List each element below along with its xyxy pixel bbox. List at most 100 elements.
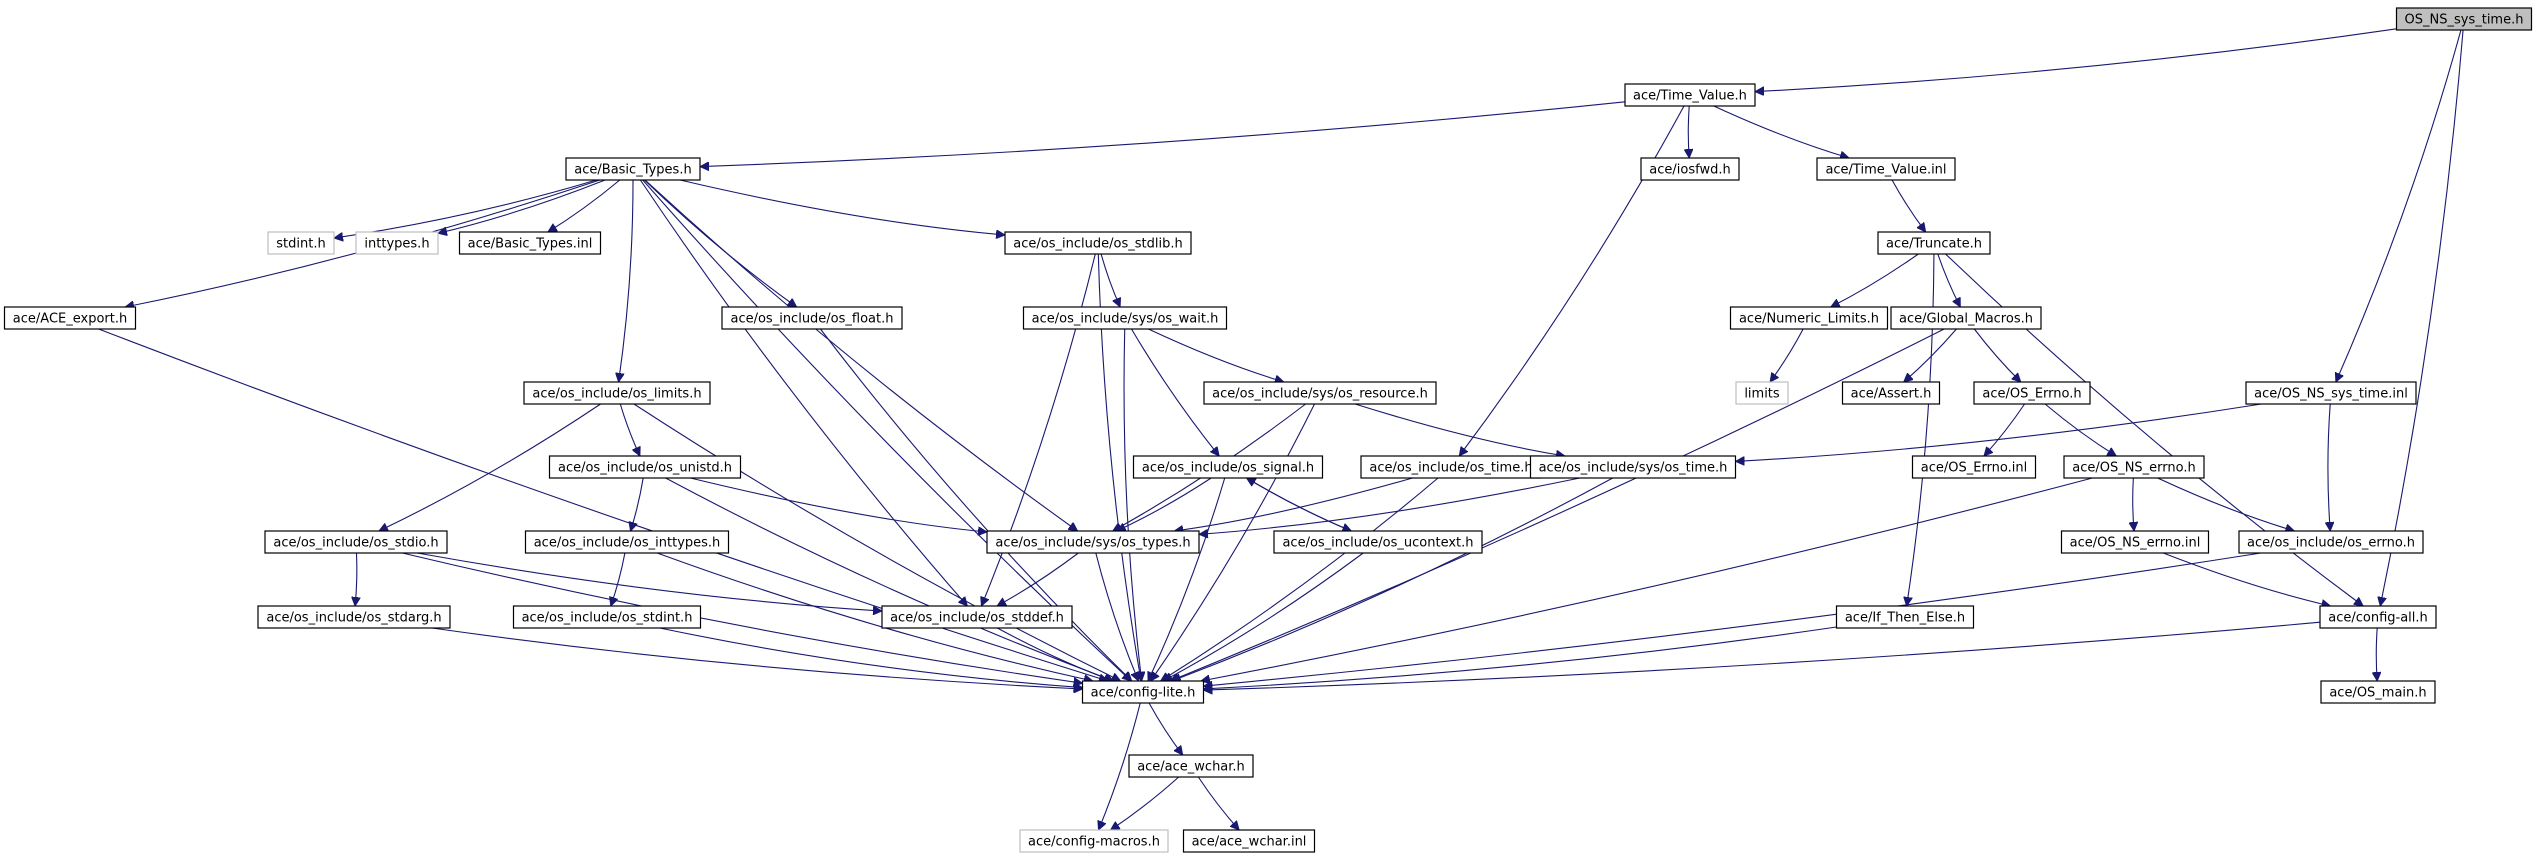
- node-limits: limits: [1735, 381, 1789, 405]
- node-os_ucontext_h[interactable]: ace/os_include/os_ucontext.h: [1273, 530, 1483, 554]
- node-box: [2395, 7, 2533, 31]
- node-OS_NS_errno_inl[interactable]: ace/OS_NS_errno.inl: [2060, 530, 2210, 554]
- node-label: ace/os_include/os_signal.h: [1142, 461, 1314, 476]
- node-label: limits: [1744, 387, 1780, 402]
- node-os_stdlib_h[interactable]: ace/os_include/os_stdlib.h: [1004, 231, 1192, 255]
- node-Assert_h[interactable]: ace/Assert.h: [1841, 381, 1941, 405]
- node-box: [257, 605, 451, 629]
- node-os_float_h[interactable]: ace/os_include/os_float.h: [721, 306, 903, 330]
- node-box: [2319, 605, 2437, 629]
- node-config_lite_h[interactable]: ace/config-lite.h: [1081, 680, 1205, 704]
- node-label: ace/OS_main.h: [2329, 686, 2426, 701]
- node-os_stddef_h[interactable]: ace/os_include/os_stddef.h: [881, 605, 1073, 629]
- edge-os_signal_h-to-config_lite_h: [1148, 477, 1226, 681]
- edge-Time_Value_h-to-os_time_h: [1459, 105, 1685, 456]
- node-box: [1835, 605, 1975, 629]
- node-If_Then_Else_h[interactable]: ace/If_Then_Else.h: [1835, 605, 1975, 629]
- node-box: [1841, 381, 1941, 405]
- node-label: ace/os_include/os_time.h: [1369, 461, 1532, 476]
- node-box: [565, 157, 701, 181]
- node-ace_wchar_inl[interactable]: ace/ace_wchar.inl: [1182, 829, 1316, 853]
- node-os_resource_h[interactable]: ace/os_include/sys/os_resource.h: [1203, 381, 1437, 405]
- node-label: ace/os_include/sys/os_resource.h: [1212, 387, 1428, 402]
- node-label: ace/os_include/sys/os_wait.h: [1032, 312, 1219, 327]
- node-box: [1890, 306, 2042, 330]
- node-ace_wchar_h[interactable]: ace/ace_wchar.h: [1128, 754, 1254, 778]
- node-label: ace/os_include/sys/os_time.h: [1539, 461, 1728, 476]
- edge-OS_NS_sys_time_h-to-OS_NS_sys_time_inl: [2336, 29, 2462, 382]
- node-Numeric_Limits_h[interactable]: ace/Numeric_Limits.h: [1729, 306, 1889, 330]
- edge-os_inttypes_h-to-config_lite_h: [656, 552, 1093, 681]
- node-iosfwd_h[interactable]: ace/iosfwd.h: [1640, 157, 1740, 181]
- node-label: ace/os_include/os_errno.h: [2247, 536, 2415, 551]
- node-label: ace/OS_Errno.h: [1982, 387, 2081, 402]
- edge-os_stdio_h-to-config_lite_h: [402, 552, 1082, 683]
- node-label: ace/Time_Value.h: [1633, 89, 1747, 104]
- node-os_unistd_h[interactable]: ace/os_include/os_unistd.h: [548, 455, 742, 479]
- node-label: ace/ace_wchar.inl: [1192, 835, 1307, 850]
- node-label: ace/config-macros.h: [1028, 835, 1160, 850]
- node-os_limits_h[interactable]: ace/os_include/os_limits.h: [523, 381, 711, 405]
- node-Time_Value_h[interactable]: ace/Time_Value.h: [1624, 83, 1756, 107]
- node-label: ace/OS_NS_sys_time.inl: [2254, 387, 2408, 402]
- node-OS_NS_errno_h[interactable]: ace/OS_NS_errno.h: [2063, 455, 2205, 479]
- edge-Basic_Types_h-to-os_types_h: [644, 179, 1078, 531]
- edge-If_Then_Else_h-to-config_lite_h: [1204, 626, 1837, 689]
- node-box: [2245, 381, 2417, 405]
- node-os_inttypes_h[interactable]: ace/os_include/os_inttypes.h: [524, 530, 730, 554]
- node-box: [1735, 381, 1789, 405]
- node-Basic_Types_h[interactable]: ace/Basic_Types.h: [565, 157, 701, 181]
- node-os_stdarg_h[interactable]: ace/os_include/os_stdarg.h: [257, 605, 451, 629]
- node-box: [2060, 530, 2210, 554]
- edge-os_limits_h-to-config_lite_h: [633, 403, 1121, 681]
- node-OS_Errno_inl[interactable]: ace/OS_Errno.inl: [1911, 455, 2037, 479]
- node-Time_Value_inl[interactable]: ace/Time_Value.inl: [1816, 157, 1956, 181]
- node-os_stdint_h[interactable]: ace/os_include/os_stdint.h: [512, 605, 702, 629]
- node-box: [1529, 455, 1737, 479]
- node-label: ace/OS_NS_errno.h: [2072, 461, 2196, 476]
- edge-OS_Errno_h-to-OS_Errno_inl: [1984, 403, 2026, 456]
- node-OS_Errno_h[interactable]: ace/OS_Errno.h: [1973, 381, 2091, 405]
- edge-ACE_export_h-to-config_lite_h: [98, 328, 1108, 681]
- node-box: [458, 231, 602, 255]
- node-sys_os_time_h[interactable]: ace/os_include/sys/os_time.h: [1529, 455, 1737, 479]
- node-Truncate_h[interactable]: ace/Truncate.h: [1877, 231, 1991, 255]
- edge-Basic_Types_h-to-Basic_Types_inl: [548, 179, 621, 232]
- edge-os_stdio_h-to-os_stdarg_h: [355, 552, 357, 606]
- node-os_types_h[interactable]: ace/os_include/sys/os_types.h: [986, 530, 1200, 554]
- node-os_wait_h[interactable]: ace/os_include/sys/os_wait.h: [1022, 306, 1228, 330]
- node-box: [721, 306, 903, 330]
- edge-os_errno_h-to-config_lite_h: [1204, 552, 2261, 686]
- node-label: ace/Basic_Types.inl: [468, 237, 593, 252]
- node-box: [523, 381, 711, 405]
- node-os_time_h[interactable]: ace/os_include/os_time.h: [1360, 455, 1542, 479]
- node-box: [1273, 530, 1483, 554]
- node-box: [2063, 455, 2205, 479]
- node-config_all_h[interactable]: ace/config-all.h: [2319, 605, 2437, 629]
- node-box: [1081, 680, 1205, 704]
- node-OS_NS_sys_time_inl[interactable]: ace/OS_NS_sys_time.inl: [2245, 381, 2417, 405]
- edge-os_wait_h-to-os_resource_h: [1148, 328, 1283, 382]
- edge-ace_wchar_h-to-config_macros_h: [1111, 776, 1180, 830]
- edge-Global_Macros_h-to-Assert_h: [1904, 328, 1957, 382]
- node-os_signal_h[interactable]: ace/os_include/os_signal.h: [1132, 455, 1324, 479]
- edge-Time_Value_h-to-Time_Value_inl: [1713, 105, 1849, 158]
- node-Global_Macros_h[interactable]: ace/Global_Macros.h: [1890, 306, 2042, 330]
- edge-os_unistd_h-to-config_lite_h: [665, 477, 1114, 681]
- node-OS_main_h[interactable]: ace/OS_main.h: [2320, 680, 2436, 704]
- node-ACE_export_h[interactable]: ace/ACE_export.h: [3, 306, 137, 330]
- edge-os_stdint_h-to-config_lite_h: [659, 627, 1083, 688]
- node-box: [267, 231, 335, 255]
- edge-Time_Value_h-to-iosfwd_h: [1688, 105, 1689, 158]
- node-Basic_Types_inl[interactable]: ace/Basic_Types.inl: [458, 231, 602, 255]
- edge-OS_NS_sys_time_h-to-Time_Value_h: [1755, 28, 2397, 92]
- node-label: ace/config-lite.h: [1091, 686, 1196, 701]
- node-os_stdio_h[interactable]: ace/os_include/os_stdio.h: [264, 530, 448, 554]
- edge-os_wait_h-to-config_lite_h: [1123, 328, 1142, 681]
- node-os_errno_h[interactable]: ace/os_include/os_errno.h: [2238, 530, 2424, 554]
- node-OS_NS_sys_time_h[interactable]: OS_NS_sys_time.h: [2395, 7, 2533, 31]
- node-box: [1182, 829, 1316, 853]
- node-box: [524, 530, 730, 554]
- edge-os_limits_h-to-os_unistd_h: [619, 403, 640, 456]
- edge-sys_os_time_h-to-config_lite_h: [1172, 477, 1613, 681]
